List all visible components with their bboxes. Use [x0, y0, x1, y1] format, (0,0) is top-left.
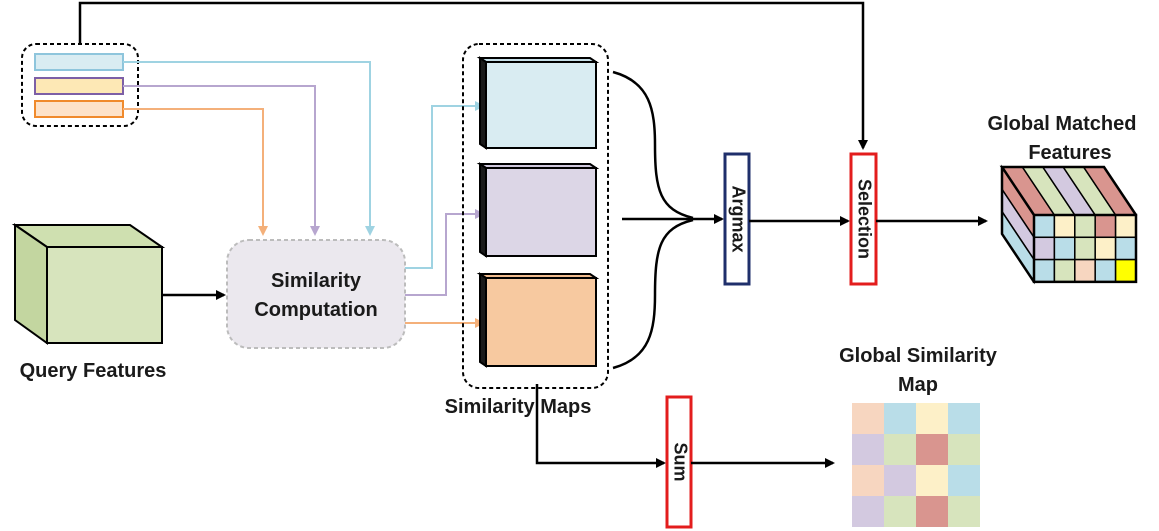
similarity-map-cell — [948, 403, 980, 434]
selection-box — [849, 152, 878, 286]
matched-front-cell — [1053, 236, 1076, 261]
global-similarity-label-2: Map — [898, 374, 938, 396]
similarity-map-cell — [852, 403, 884, 434]
global-similarity-label-1: Global Similarity — [839, 345, 998, 367]
matched-front-cell — [1094, 258, 1117, 283]
matched-front-cell — [1074, 214, 1096, 239]
matched-front-cell — [1114, 258, 1137, 283]
similarity-maps-border — [462, 43, 609, 389]
selection-label: Selection — [854, 179, 874, 259]
purple-prototype-arrow — [123, 85, 320, 236]
matched-front-cell — [1033, 214, 1056, 239]
similarity-map-cell — [884, 496, 916, 527]
matched-front-cell — [1053, 214, 1076, 239]
similarity-map-cell — [916, 434, 948, 465]
brace-bottom — [612, 218, 694, 370]
similarity-to-blue-map-arrow — [405, 101, 485, 269]
similarity-map-cell — [916, 465, 948, 496]
similarity-map-cell — [884, 465, 916, 496]
matched-front-cell — [1114, 236, 1137, 261]
prototype-orange — [34, 100, 124, 118]
similarity-map-purple — [476, 162, 600, 258]
sum-label: Sum — [670, 442, 690, 481]
prototype-purple — [34, 77, 124, 95]
similarity-to-purple-map-arrow — [405, 209, 485, 296]
query-features-label: Query Features — [20, 360, 167, 382]
matched-front-cell — [1114, 214, 1137, 239]
similarity-map-orange — [476, 272, 600, 368]
similarity-map-cell — [852, 496, 884, 527]
matched-front-cell — [1033, 236, 1056, 261]
bank-to-selection-arrow — [78, 1, 868, 150]
blue-prototype-arrow — [123, 61, 375, 236]
global-matched-features-cube — [999, 164, 1138, 285]
orange-prototype-arrow — [123, 108, 268, 236]
matched-front-cell — [1074, 236, 1096, 261]
argmax-label: Argmax — [728, 185, 748, 252]
global-similarity-map-grid — [852, 403, 980, 527]
similarity-map-blue — [476, 56, 600, 150]
similarity-maps-label: Similarity Maps — [445, 396, 592, 418]
prototype-bank — [21, 43, 139, 127]
global-matched-label-2: Features — [1028, 142, 1111, 164]
maps-to-sum-arrow — [535, 384, 666, 468]
global-matched-label-1: Global Matched — [988, 113, 1137, 135]
similarity-map-cell — [916, 496, 948, 527]
similarity-map-cell — [948, 434, 980, 465]
similarity-map-cell — [916, 403, 948, 434]
similarity-computation-label-1: Similarity — [271, 270, 362, 292]
similarity-map-cell — [884, 434, 916, 465]
query-features-cube — [11, 223, 166, 345]
prototype-blue — [34, 53, 124, 71]
matched-front-cell — [1094, 236, 1117, 261]
similarity-map-cell — [948, 496, 980, 527]
similarity-computation-label-2: Computation — [254, 299, 377, 321]
matched-front-cell — [1074, 258, 1096, 283]
matched-front-cell — [1053, 258, 1076, 283]
similarity-map-cell — [948, 465, 980, 496]
matched-front-cell — [1033, 258, 1056, 283]
similarity-computation-box — [226, 239, 406, 349]
similarity-map-cell — [852, 434, 884, 465]
brace-top — [612, 70, 694, 220]
matched-cube-outline — [999, 165, 1138, 284]
similarity-map-cell — [852, 465, 884, 496]
argmax-box — [723, 152, 751, 286]
matched-front-cell — [1094, 214, 1117, 239]
similarity-map-cell — [884, 403, 916, 434]
